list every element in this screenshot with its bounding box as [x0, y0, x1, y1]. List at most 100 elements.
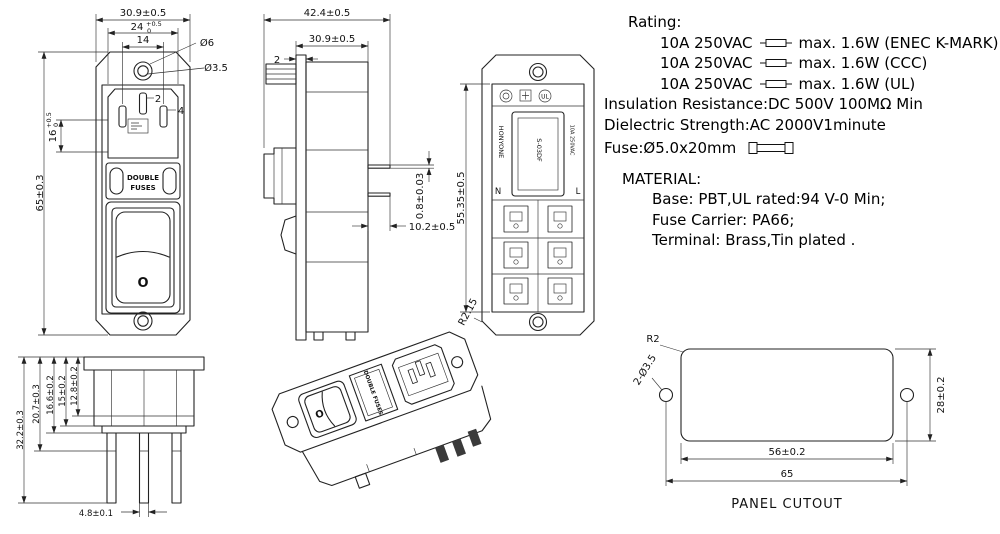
front-mounting-hole-bottom: [133, 311, 153, 331]
dim-pin-mid: 16.6±0.2: [46, 375, 56, 415]
perspective-hole-left: [286, 415, 299, 429]
perspective-socket: [391, 344, 455, 405]
perspective-flange: [271, 331, 479, 453]
perspective-terminal: [467, 428, 482, 447]
side-rocker-profile: [280, 215, 297, 255]
cert-mark-box: [127, 118, 149, 134]
fuse-slot-right: [162, 167, 177, 195]
svg-text:+0.5: +0.5: [45, 112, 53, 128]
dim-cutout-hole-span: 65: [781, 469, 794, 480]
dim-rear-height: 55.35±0.5: [456, 172, 467, 225]
dim-pin-width-bottom: 4.8±0.1: [79, 509, 113, 519]
cert-mark-icon: [519, 89, 532, 102]
perspective-fuse-cover: [348, 363, 399, 422]
pin-center: [138, 432, 150, 504]
svg-text:0: 0: [147, 27, 151, 35]
dim-terminal-thickness: 0.8±0.03: [415, 173, 426, 220]
insulation-spec: Insulation Resistance:DC 500V 100MΩ Min: [604, 95, 923, 113]
ground-pin: [138, 92, 148, 115]
dim-terminal-length: 10.2±0.5: [409, 222, 456, 233]
fuse-spec-line: Fuse:Ø5.0x20mm: [604, 138, 998, 159]
dim-body-depth: 30.9±0.5: [309, 34, 356, 45]
dim-body-depth: 15±0.2: [58, 375, 68, 406]
rear-terminals: [503, 205, 573, 305]
cutout-rectangle: [680, 348, 894, 442]
line-pin: [118, 105, 127, 128]
panel-cutout-view: R2 2-Ø3.5 28±0.2 56±0.2 65 PANEL CUTOUT: [631, 334, 947, 512]
cutout-hole-left: [658, 387, 674, 403]
perspective-switch: [298, 380, 357, 439]
front-body: [101, 84, 185, 315]
dim-front-height: 65±0.3: [35, 174, 46, 211]
rocker-switch: [115, 211, 171, 304]
perspective-terminal: [435, 444, 450, 463]
material-terminal: Terminal: Brass,Tin plated .: [652, 231, 856, 249]
bottom-flange: [83, 356, 205, 371]
neutral-pin: [159, 105, 168, 128]
dim-cutout-radius: R2: [646, 334, 659, 345]
rating-current: 10A 250VAC: [660, 74, 753, 93]
dim-step-depth: 12.8±0.2: [70, 366, 80, 406]
svg-text:UL: UL: [541, 94, 549, 101]
double-fuses-label-2: FUSES: [130, 184, 155, 192]
front-mounting-hole-top: [133, 61, 153, 81]
fuse-holder: [105, 162, 181, 200]
rear-fuse-drawer: [511, 111, 565, 197]
rear-dimensions: 55.35±0.5 R2.15: [456, 83, 490, 328]
dim-hole-outer: Ø6: [200, 37, 214, 49]
brand-label: HONYONE: [497, 126, 505, 159]
model-label: S-03DF: [535, 138, 543, 162]
dim-recess-width: 24: [131, 22, 144, 33]
material-heading: MATERIAL:: [622, 169, 702, 188]
front-view: DOUBLE FUSES O 30.9±0.5 24 +0.5 0 14 Ø6 …: [35, 8, 228, 336]
perspective-fuse-label: DOUBLE FUSES: [362, 370, 384, 416]
cutout-hole-right: [899, 387, 915, 403]
side-view: 42.4±0.5 30.9±0.5 2 0.8±0.03 10.2±0.5: [263, 8, 456, 341]
inlet-opening: [107, 88, 179, 159]
rear-mounting-hole-bottom: [528, 312, 548, 332]
dim-cutout-height: 28±0.2: [936, 376, 947, 413]
side-terminal-tab-2: [367, 192, 391, 197]
ccc-mark-icon: [499, 89, 513, 103]
specifications: Rating: 10A 250VAC max. 1.6W (ENEC K-MAR…: [604, 12, 998, 251]
dim-hole-inner: Ø3.5: [204, 62, 228, 74]
switch-bezel: [105, 201, 181, 314]
fuse-slot-left: [109, 167, 124, 195]
perspective-view: O DOUBLE FUSES: [271, 331, 492, 489]
rating-line-ul: 10A 250VAC max. 1.6W (UL): [660, 74, 998, 95]
perspective-hole-right: [451, 356, 464, 369]
front-dimensions: 30.9±0.5 24 +0.5 0 14 Ø6 Ø3.5 2 4 16 +0.…: [35, 8, 228, 336]
svg-text:+0.5: +0.5: [146, 20, 162, 28]
dim-pin-long: 20.7±0.3: [32, 384, 42, 424]
ul-mark-icon: [538, 89, 552, 103]
rating-line-ccc: 10A 250VAC max. 1.6W (CCC): [660, 53, 998, 74]
fuse-cartridge-icon: [748, 142, 794, 155]
perspective-body: [301, 385, 492, 487]
dim-opening-height: 16: [48, 130, 59, 143]
dim-cutout-holes: 2-Ø3.5: [631, 353, 659, 388]
rating-detail: max. 1.6W (UL): [798, 74, 916, 93]
fuse-spec: Fuse:Ø5.0x20mm: [604, 139, 737, 157]
rating-current: 10A 250VAC: [660, 54, 753, 72]
rating-detail: max. 1.6W (ENEC K-MARK): [798, 33, 999, 52]
front-flange-outline: [95, 51, 191, 336]
side-terminal-tab-1: [367, 164, 391, 169]
dim-flange-thickness: 2: [274, 55, 280, 66]
dim-overall-depth: 32.2±0.3: [16, 410, 26, 450]
side-flange: [295, 54, 307, 341]
switch-off-mark: O: [137, 276, 148, 291]
svg-text:0: 0: [52, 123, 60, 127]
rear-view: UL HONYONE S-03DF 10A 250VAC N L 55.35±0…: [456, 54, 595, 336]
dim-front-width: 30.9±0.5: [120, 8, 167, 19]
bottom-view: 32.2±0.3 20.7±0.3 16.6±0.2 15±0.2 12.8±0…: [16, 356, 205, 519]
dim-pin-offset: 4: [178, 106, 184, 117]
line-label: L: [576, 187, 581, 197]
side-body: [305, 61, 369, 333]
bottom-dimensions: 32.2±0.3 20.7±0.3 16.6±0.2 15±0.2 12.8±0…: [16, 356, 167, 519]
pin-right: [171, 432, 182, 504]
rating-line-enec: 10A 250VAC max. 1.6W (ENEC K-MARK): [660, 33, 998, 54]
rating-current: 10A 250VAC: [660, 33, 753, 52]
dim-cutout-width: 56±0.2: [768, 447, 805, 458]
